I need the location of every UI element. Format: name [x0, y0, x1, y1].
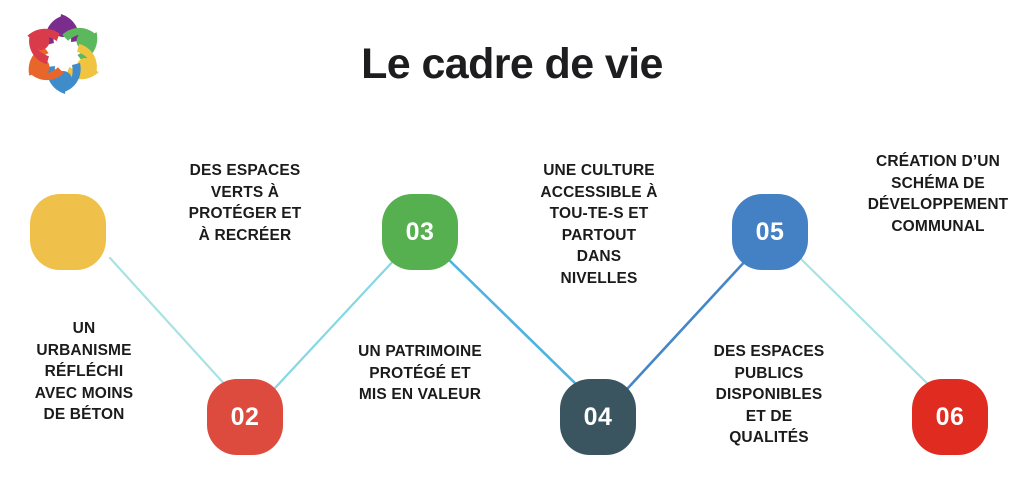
link-02-03	[273, 256, 398, 390]
pinwheel-people-logo	[8, 8, 118, 104]
link-03-04	[445, 256, 582, 390]
link-04-05	[626, 256, 750, 390]
timeline-node-number-02: 02	[230, 402, 260, 431]
timeline-caption-06: CRÉATION D’UN SCHÉMA DE DÉVELOPPEMENT CO…	[867, 153, 1009, 235]
timeline-node-number-05: 05	[755, 217, 785, 246]
timeline-node-05[interactable]: 05	[732, 194, 808, 270]
timeline-caption-01: UN URBANISME RÉFLÉCHI AVEC MOINS DE BÉTO…	[34, 320, 134, 423]
timeline-node-06[interactable]: 06	[912, 379, 988, 455]
timeline-caption-03: UN PATRIMOINE PROTÉGÉ ET MIS EN VALEUR	[358, 343, 482, 403]
link-01-02	[108, 256, 230, 390]
petal-green	[62, 27, 98, 62]
link-05-06	[798, 256, 934, 390]
timeline-node-number-06: 06	[935, 402, 965, 431]
petal-orange	[28, 46, 64, 81]
timeline-caption-04: UNE CULTURE ACCESSIBLE À TOU-TE-S ET PAR…	[540, 162, 658, 287]
page-title: Le cadre de vie	[361, 40, 663, 88]
timeline-caption-02: DES ESPACES VERTS À PROTÉGER ET À RECRÉE…	[188, 162, 302, 244]
timeline-node-number-04: 04	[583, 402, 613, 431]
logo-svg	[27, 14, 99, 94]
petal-crimson	[27, 28, 60, 65]
timeline-node-02[interactable]: 02	[207, 379, 283, 455]
timeline-node-04[interactable]: 04	[560, 379, 636, 455]
timeline-node-01[interactable]	[30, 194, 106, 270]
timeline-caption-05: DES ESPACES PUBLICS DISPONIBLES ET DE QU…	[713, 343, 825, 446]
timeline-node-03[interactable]: 03	[382, 194, 458, 270]
timeline-node-number-03: 03	[405, 217, 435, 246]
